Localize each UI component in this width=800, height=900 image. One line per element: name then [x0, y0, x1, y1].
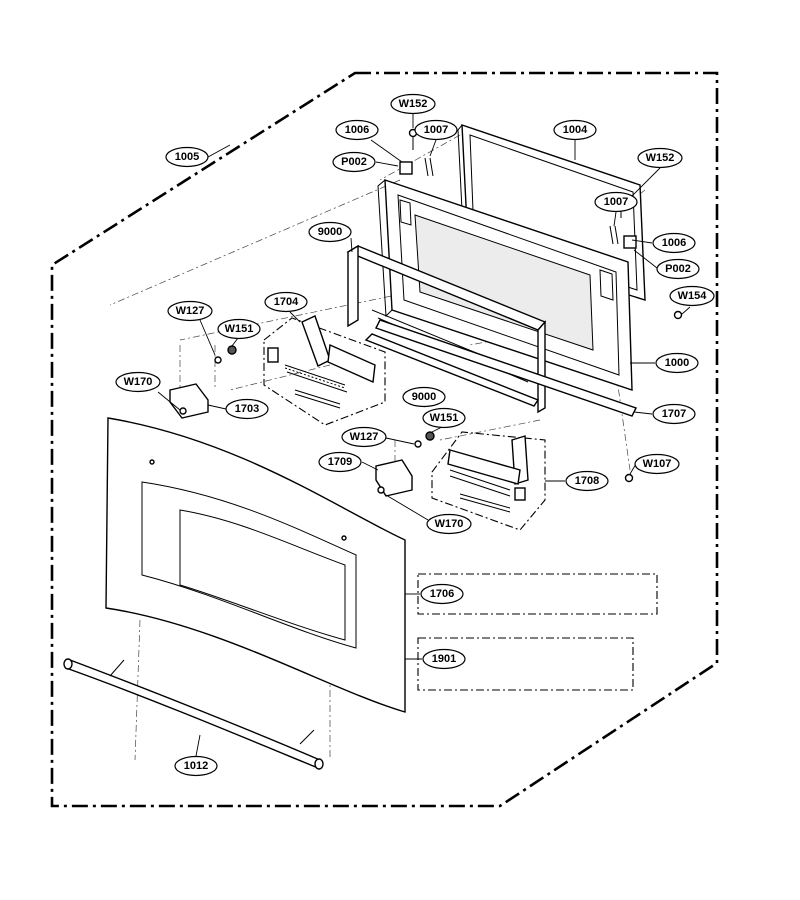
label-1706: 1706: [420, 583, 464, 605]
svg-text:1709: 1709: [328, 456, 352, 468]
svg-text:1006: 1006: [662, 237, 686, 249]
svg-text:1704: 1704: [274, 296, 299, 308]
svg-text:W127: W127: [176, 305, 205, 317]
label-1708: 1708: [565, 470, 609, 492]
svg-text:W152: W152: [399, 98, 428, 110]
part-1707-strip: [375, 319, 637, 417]
label-w152-right: W152: [637, 147, 683, 169]
label-1703: 1703: [225, 398, 269, 420]
label-1901: 1901: [422, 648, 466, 670]
label-w127-left: W127: [167, 300, 213, 322]
part-1703-bracket: [169, 383, 209, 419]
label-w170-left: W170: [115, 371, 161, 393]
svg-text:1006: 1006: [345, 124, 369, 136]
svg-text:1707: 1707: [662, 408, 686, 420]
svg-text:1901: 1901: [432, 653, 456, 665]
part-1012-handle: [63, 658, 324, 770]
label-1000: 1000: [655, 352, 699, 374]
svg-text:W127: W127: [350, 431, 379, 443]
label-1707: 1707: [652, 403, 696, 425]
label-1005: 1005: [165, 146, 209, 168]
label-1004: 1004: [553, 119, 597, 141]
label-1007-top: 1007: [414, 119, 458, 141]
label-1007-right: 1007: [594, 191, 638, 213]
label-p002-top: P002: [332, 151, 376, 173]
part-1709-bracket: [375, 459, 413, 497]
label-1012: 1012: [174, 755, 218, 777]
part-1005-front-door: [105, 417, 406, 713]
label-9000-middle: 9000: [402, 386, 446, 408]
svg-text:1706: 1706: [430, 588, 454, 600]
part-1901-box: [417, 637, 634, 691]
svg-text:W107: W107: [643, 458, 672, 470]
label-9000-top: 9000: [308, 221, 352, 243]
label-p002-right: P002: [656, 258, 700, 280]
label-w107: W107: [634, 453, 680, 475]
part-9000-gasket-frame: [346, 244, 547, 414]
svg-text:1703: 1703: [235, 403, 259, 415]
svg-text:W151: W151: [430, 412, 459, 424]
label-1006-top: 1006: [335, 119, 379, 141]
svg-text:W154: W154: [678, 290, 708, 302]
svg-text:P002: P002: [341, 156, 367, 168]
svg-text:9000: 9000: [412, 391, 436, 403]
svg-text:W151: W151: [225, 323, 254, 335]
label-1704: 1704: [264, 291, 308, 313]
label-w127-middle: W127: [341, 426, 387, 448]
label-w170-middle: W170: [426, 513, 472, 535]
label-w151-left: W151: [217, 318, 261, 340]
svg-text:P002: P002: [665, 263, 691, 275]
label-1709: 1709: [318, 451, 362, 473]
svg-text:1007: 1007: [604, 196, 628, 208]
svg-text:1007: 1007: [424, 124, 448, 136]
part-1704-bracket-group: [263, 315, 386, 426]
svg-text:W170: W170: [124, 376, 153, 388]
leader-lines: [157, 114, 691, 757]
part-1708-bracket-group: [431, 431, 546, 531]
svg-text:1012: 1012: [184, 760, 208, 772]
assembly-boundary: [50, 71, 719, 808]
label-w154: W154: [669, 285, 715, 307]
svg-text:9000: 9000: [318, 226, 342, 238]
svg-text:W152: W152: [646, 152, 675, 164]
svg-text:1000: 1000: [665, 357, 689, 369]
svg-text:1708: 1708: [575, 475, 599, 487]
svg-text:W170: W170: [435, 518, 464, 530]
label-w152-top: W152: [390, 93, 436, 115]
svg-text:1005: 1005: [175, 151, 199, 163]
label-w151-middle: W151: [422, 407, 466, 429]
label-1006-right: 1006: [652, 232, 696, 254]
part-1706-box: [417, 573, 658, 615]
svg-text:1004: 1004: [563, 124, 588, 136]
